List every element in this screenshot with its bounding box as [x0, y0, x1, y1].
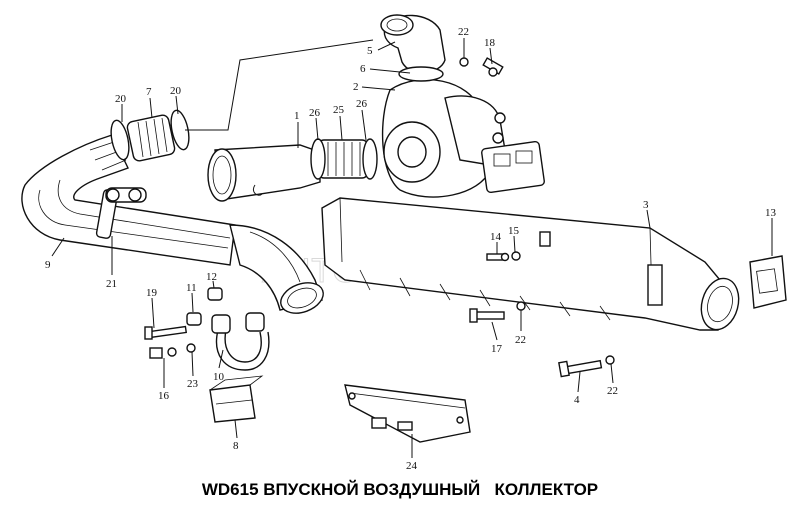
- callout-23: 23: [187, 378, 199, 390]
- callout-20a: 20: [115, 93, 127, 105]
- clamp-10: [211, 312, 270, 371]
- callout-9: 9: [45, 259, 51, 271]
- callout-24: 24: [406, 460, 418, 472]
- callout-21: 21: [106, 278, 117, 290]
- spacer-12: [207, 287, 223, 301]
- callout-20b: 20: [170, 85, 182, 97]
- callout-11: 11: [186, 282, 197, 294]
- callout-19: 19: [146, 287, 158, 299]
- nut-16: [149, 347, 177, 359]
- intake-manifold-3: [321, 197, 740, 331]
- callout-17: 17: [491, 343, 503, 355]
- callout-5: 5: [367, 45, 373, 57]
- bolt-18: [482, 57, 504, 77]
- bracket-8: [209, 375, 264, 423]
- callout-22a: 22: [458, 26, 469, 38]
- spacer-11: [186, 312, 202, 326]
- washer-22-mid: [516, 301, 526, 311]
- intake-pipe-9: [21, 134, 324, 314]
- bolt-17: [469, 308, 505, 323]
- diagram-title: WD615 ВПУСКНОЙ ВОЗДУШНЫЙ КОЛЛЕКТОР: [201, 480, 599, 499]
- callout-14: 14: [490, 231, 502, 243]
- callout-8: 8: [233, 440, 239, 452]
- bolt-19: [144, 325, 188, 340]
- callout-3: 3: [643, 199, 649, 211]
- washer-23: [186, 343, 196, 353]
- callout-12: 12: [206, 271, 217, 283]
- bolt-14: [486, 252, 510, 262]
- callout-10: 10: [213, 371, 225, 383]
- washer-22-top: [459, 57, 469, 67]
- callout-16: 16: [158, 390, 170, 402]
- washer-22-low: [605, 355, 615, 365]
- reducer-hose-1: [207, 144, 321, 202]
- callout-4: 4: [574, 394, 580, 406]
- leader-lines: [51, 38, 773, 458]
- washer-15: [511, 251, 521, 261]
- callout-26b: 26: [356, 98, 368, 110]
- hose-25: [310, 138, 378, 180]
- callout-15: 15: [508, 225, 520, 237]
- callout-22c: 22: [607, 385, 618, 397]
- callout-25: 25: [333, 104, 345, 116]
- callout-1: 1: [294, 110, 300, 122]
- gasket-6: [398, 66, 444, 82]
- callout-6: 6: [360, 63, 366, 75]
- bolt-4: [558, 359, 603, 378]
- bracket-24: [344, 384, 471, 443]
- callout-2: 2: [353, 81, 359, 93]
- callout-labels: 5 22 18 6 2 20 7 20 1 26 25 26 3 13 14 1…: [45, 26, 777, 472]
- callout-18: 18: [484, 37, 496, 49]
- hose-7: [110, 109, 190, 162]
- turbocharger-2: [381, 78, 545, 198]
- callout-7: 7: [146, 86, 152, 98]
- gasket-13: [749, 255, 787, 309]
- callout-26a: 26: [309, 107, 321, 119]
- callout-13: 13: [765, 207, 777, 219]
- callout-22b: 22: [515, 334, 526, 346]
- clamp-21: [95, 187, 147, 239]
